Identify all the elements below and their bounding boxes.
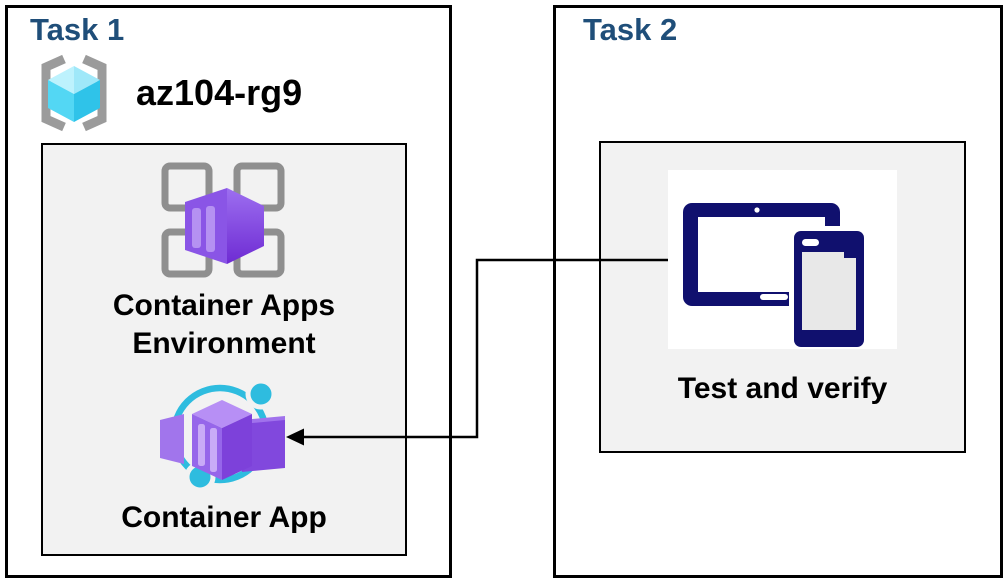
tablet-and-phone-devices-icon bbox=[668, 170, 897, 349]
resource-group-icon bbox=[32, 54, 116, 132]
container-app-label: Container App bbox=[121, 501, 327, 534]
resource-group-row: az104-rg9 bbox=[32, 54, 302, 132]
environment-label: Container Apps Environment bbox=[112, 289, 336, 360]
task1-title: Task 1 bbox=[30, 12, 125, 47]
container-apps-environment-icon bbox=[159, 160, 287, 280]
task2-title: Task 2 bbox=[583, 12, 678, 47]
devices-icon-plate bbox=[668, 170, 897, 349]
container-app-icon bbox=[158, 380, 290, 492]
test-and-verify-label: Test and verify bbox=[677, 372, 888, 405]
resource-group-name: az104-rg9 bbox=[136, 72, 303, 113]
